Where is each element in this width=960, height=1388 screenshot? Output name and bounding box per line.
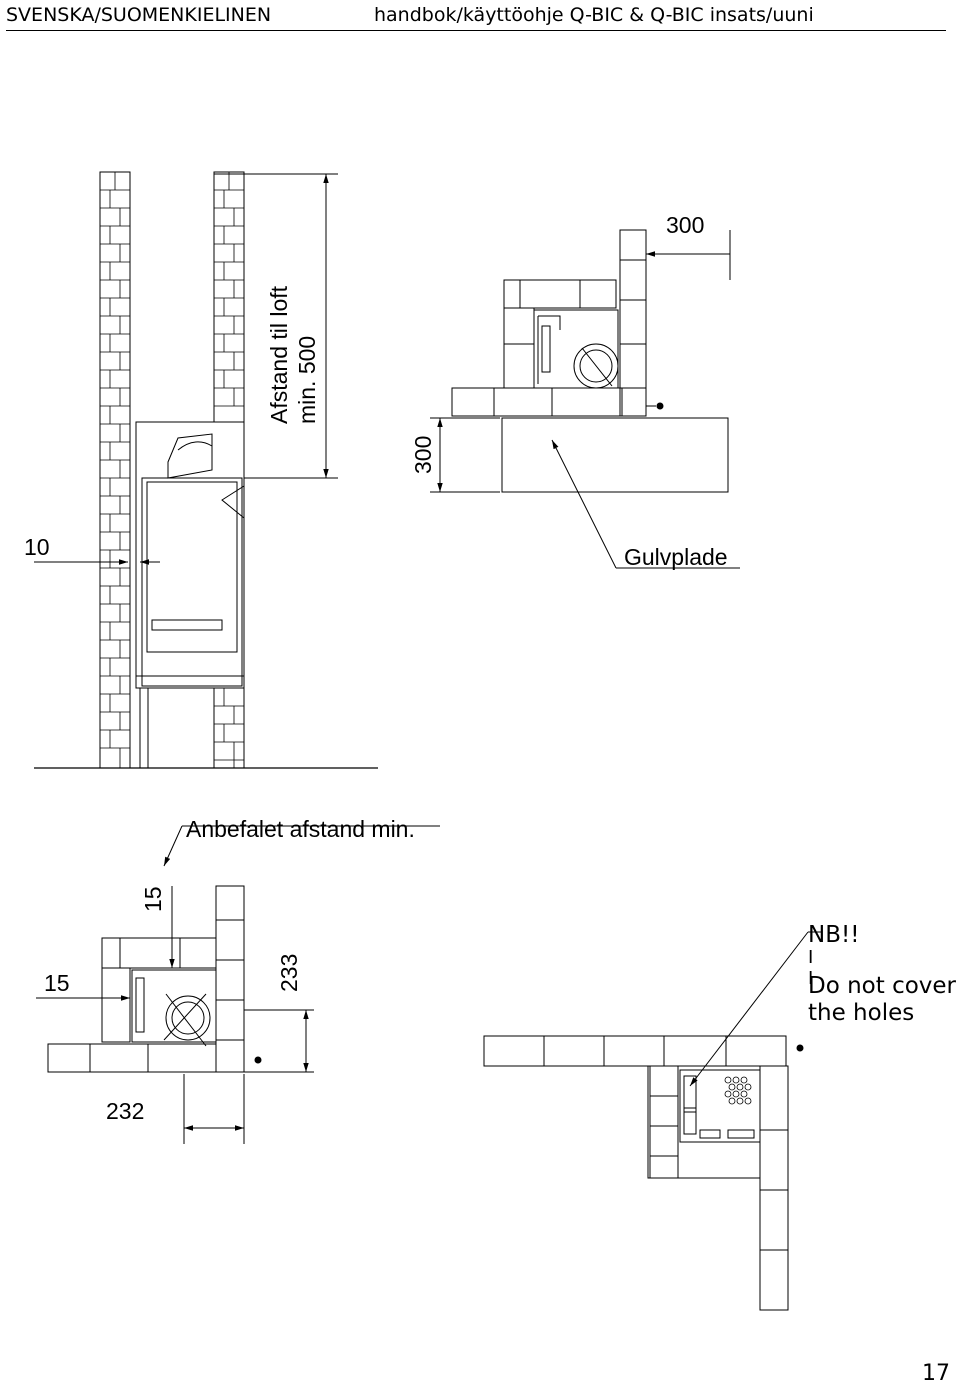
- dimension-15-left: 15: [44, 970, 70, 996]
- page-number: 17: [922, 1361, 950, 1386]
- floor-plate-drawing: [430, 229, 740, 569]
- page-header: SVENSKA/SUOMENKIELINEN handbok/käyttöohj…: [6, 2, 946, 31]
- floor-plate-label: Gulvplade: [624, 544, 728, 570]
- note-line-2: the holes: [808, 999, 915, 1026]
- holes-note: NB!! I I Do not cover the holes: [808, 922, 956, 1026]
- ceiling-distance-min-label: min. 500: [294, 335, 320, 424]
- dimension-232: 232: [106, 1098, 145, 1124]
- dimension-15-top: 15: [140, 886, 166, 912]
- dimension-233: 233: [276, 953, 302, 992]
- ceiling-distance-label: Afstand til loft: [266, 285, 292, 424]
- dimension-300-top: 300: [666, 212, 705, 238]
- header-language: SVENSKA/SUOMENKIELINEN: [6, 4, 272, 26]
- side-elevation-drawing: [34, 171, 378, 769]
- clearance-plan-drawing: [36, 825, 440, 1144]
- note-line-1: Do not cover: [808, 973, 957, 1000]
- holes-plan-drawing: [483, 931, 822, 1311]
- recommended-distance-label: Anbefalet afstand min.: [186, 816, 415, 842]
- dimension-300-side: 300: [410, 435, 436, 474]
- dimension-10: 10: [24, 534, 50, 560]
- note-mark-1: I: [808, 947, 814, 969]
- note-title: NB!!: [808, 922, 860, 948]
- header-title: handbok/käyttöohje Q-BIC & Q-BIC insats/…: [374, 4, 814, 26]
